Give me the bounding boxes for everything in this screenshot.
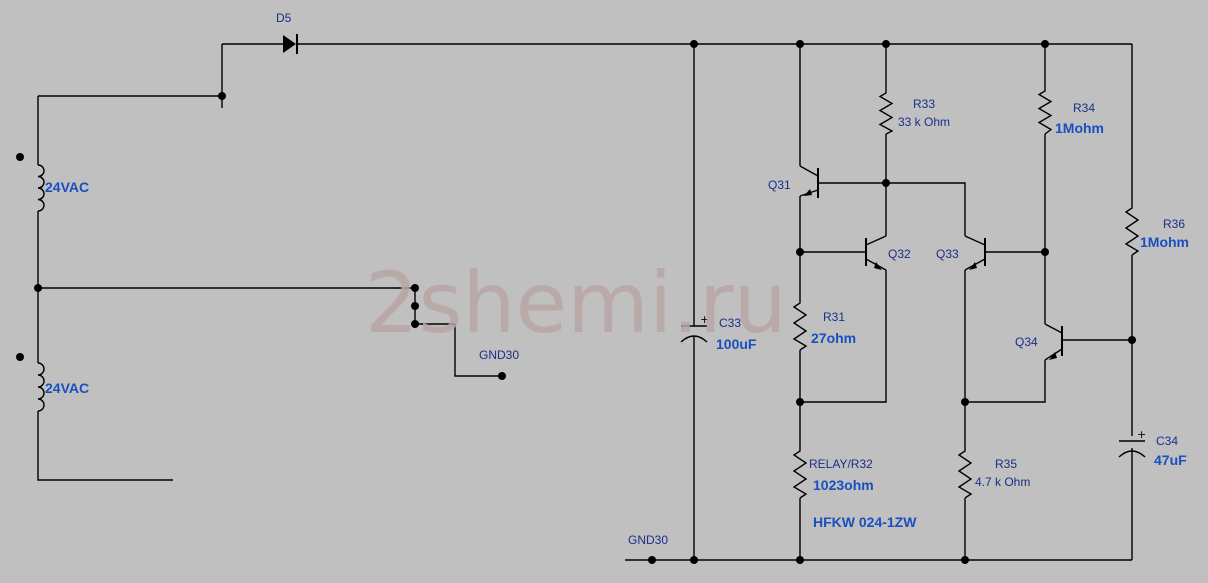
q31-label: Q31 <box>768 178 791 192</box>
relay-part-label: HFKW 024-1ZW <box>813 514 917 530</box>
transistor-q32 <box>865 235 887 271</box>
gnd-left-label: GND30 <box>479 348 519 362</box>
r32-name: RELAY/R32 <box>809 457 873 471</box>
r34-name: R34 <box>1073 101 1095 115</box>
resistor-r31 <box>792 300 808 351</box>
c34-name: C34 <box>1156 434 1178 448</box>
junction-nodes <box>16 40 1136 564</box>
r31-name: R31 <box>823 310 845 324</box>
r32-value: 1023ohm <box>813 477 874 493</box>
gnd-bottom-label: GND30 <box>628 533 668 547</box>
c33-value: 100uF <box>716 336 757 352</box>
q32-label: Q32 <box>888 247 911 261</box>
c34-value: 47uF <box>1154 452 1187 468</box>
diode-d5-label: D5 <box>276 11 292 25</box>
r36-value: 1Mohm <box>1140 234 1189 250</box>
capacitor-c34: + <box>1118 428 1146 458</box>
transistor-q31 <box>799 165 826 198</box>
r33-value: 33 k Ohm <box>898 115 950 129</box>
resistor-r36 <box>1124 205 1140 256</box>
transistor-q34 <box>1044 323 1063 361</box>
transformer-winding-lower <box>37 362 45 412</box>
r33-name: R33 <box>913 97 935 111</box>
r36-name: R36 <box>1163 217 1185 231</box>
r35-value: 4.7 k Ohm <box>975 475 1030 489</box>
transistor-q33 <box>964 235 986 271</box>
diode-d5 <box>283 34 298 54</box>
transformer-upper-label: 24VAC <box>45 179 89 195</box>
capacitor-c33: + <box>680 313 709 343</box>
transformer-winding-upper <box>37 164 45 212</box>
r35-name: R35 <box>995 457 1017 471</box>
resistor-r32 <box>792 448 808 499</box>
q34-label: Q34 <box>1015 335 1038 349</box>
svg-text:+: + <box>1137 428 1146 441</box>
r34-value: 1Mohm <box>1055 120 1104 136</box>
resistor-r34 <box>1037 88 1053 135</box>
c33-name: C33 <box>719 316 741 330</box>
r31-value: 27ohm <box>811 330 856 346</box>
resistor-r35 <box>957 448 973 499</box>
transformer-lower-label: 24VAC <box>45 380 89 396</box>
resistor-r33 <box>878 90 894 135</box>
svg-text:+: + <box>700 313 709 326</box>
watermark: 2shemi.ru <box>365 254 787 352</box>
q33-label: Q33 <box>936 247 959 261</box>
wires <box>37 43 1133 561</box>
